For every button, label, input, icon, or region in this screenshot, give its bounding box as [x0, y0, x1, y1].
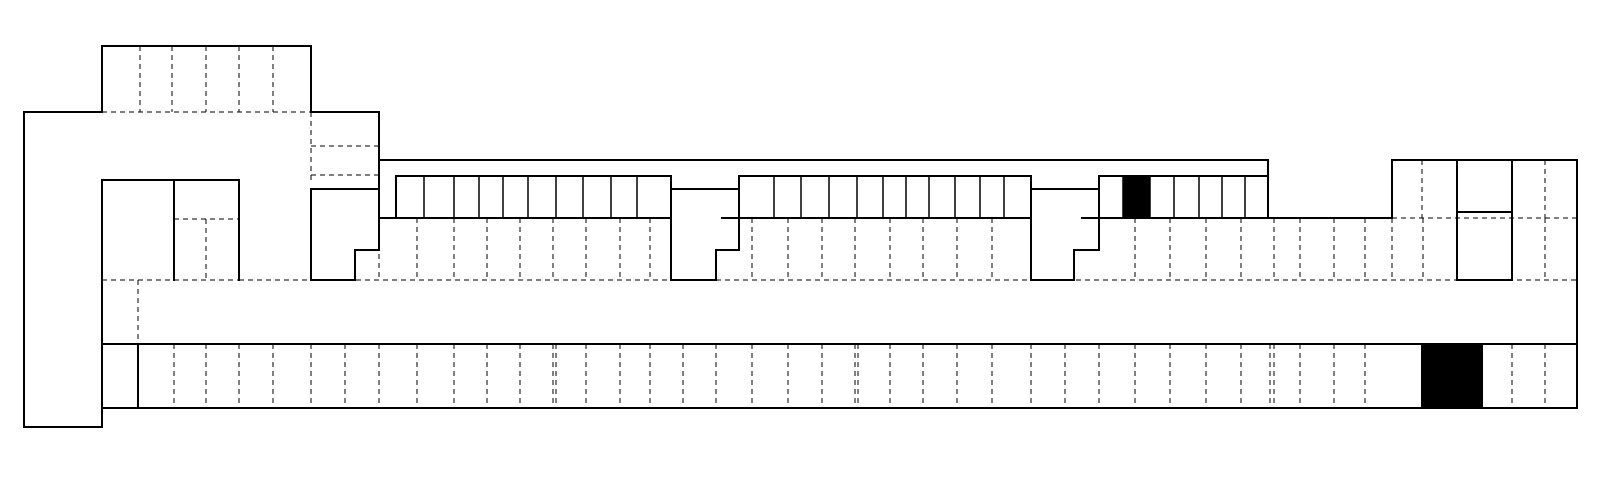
side-column-stalls: [310, 112, 379, 180]
storage-row-wall: [395, 175, 672, 219]
left-wing-wall: [23, 45, 380, 428]
right-tower: [1456, 159, 1513, 281]
outer-walls: [23, 45, 1578, 428]
occupied-space: [1421, 344, 1483, 408]
north-alcove-stalls: [102, 46, 311, 113]
middle-parking-row: [239, 160, 1577, 281]
entry-notches: [310, 188, 1100, 281]
notch-wall: [1030, 188, 1100, 281]
tower-box: [1456, 159, 1513, 281]
notch-wall: [670, 188, 740, 281]
notch-wall: [310, 188, 380, 281]
occupied-space: [1123, 176, 1150, 218]
island-block: [101, 179, 240, 344]
bottom-parking-row: [173, 344, 1546, 408]
top-long-wall: [378, 159, 1578, 409]
island-wall: [101, 179, 240, 281]
storage-row-wall: [738, 175, 1032, 219]
